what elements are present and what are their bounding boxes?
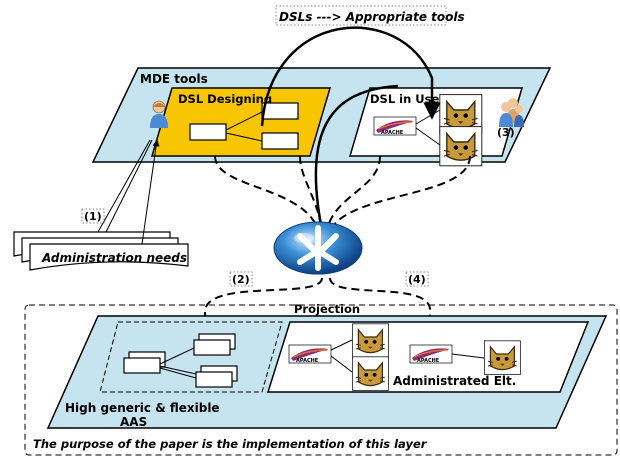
design-model-box-3 (261, 132, 299, 150)
tomcat-icon (351, 323, 389, 358)
tomcat-icon (439, 126, 483, 167)
dsl-to-tools-arrow (260, 26, 441, 127)
admin-needs-documents (13, 231, 189, 271)
administrated-links-2 (451, 353, 485, 359)
administrated-elt-label: Administrated Elt. (393, 374, 516, 388)
design2-to-hub-dashed (299, 155, 323, 237)
design-model-box-2 (261, 102, 299, 120)
tomcat-icon (483, 340, 521, 375)
tomcat-icon (351, 356, 389, 391)
dsl-designing-label: DSL Designing (178, 92, 272, 106)
step-4-label: (4) (408, 273, 426, 286)
admin-needs-label: Administration needs (41, 251, 187, 265)
step-1-box (81, 208, 105, 224)
design-links (225, 111, 263, 142)
person-icon (150, 100, 168, 128)
users-group-icon (499, 98, 524, 127)
apache-feather-icon (373, 116, 417, 137)
generic-layer-box (99, 321, 283, 393)
design-to-hub-dashed (214, 155, 321, 237)
administrated-links-1 (330, 339, 353, 373)
apache-feather-icon (288, 344, 332, 365)
dsl-to-hub-arrow (312, 84, 399, 242)
step-2-label: (2) (232, 273, 250, 286)
use2-to-hub-dashed (327, 155, 471, 237)
projection-label: Projection (294, 302, 360, 316)
top-label-box (275, 5, 447, 26)
step-1-label: (1) (84, 210, 102, 223)
step-2-box (229, 271, 253, 287)
use-to-hub-dashed (325, 155, 381, 237)
dsl-in-use-label: DSL in Use (370, 92, 439, 106)
apache-feather-icon (409, 344, 453, 365)
step-4-box (405, 271, 429, 287)
projection-left-arrow (198, 277, 323, 340)
implementation-layer-border (24, 304, 618, 456)
design-model-box-1 (189, 123, 227, 141)
aas-label-line2: AAS (120, 415, 147, 429)
step-3-label: (3) (497, 126, 515, 139)
admin-to-designer-arrows (97, 140, 157, 245)
aas-label-line1: High generic & flexible (65, 401, 220, 415)
generic-model-boxes (123, 333, 238, 388)
tools-ball-icon (273, 221, 363, 275)
mde-tools-label: MDE tools (140, 72, 208, 86)
purpose-caption: The purpose of the paper is the implemen… (33, 437, 428, 451)
projection-right-arrow (329, 277, 437, 340)
top-label: DSLs ---> Appropriate tools (279, 10, 465, 24)
